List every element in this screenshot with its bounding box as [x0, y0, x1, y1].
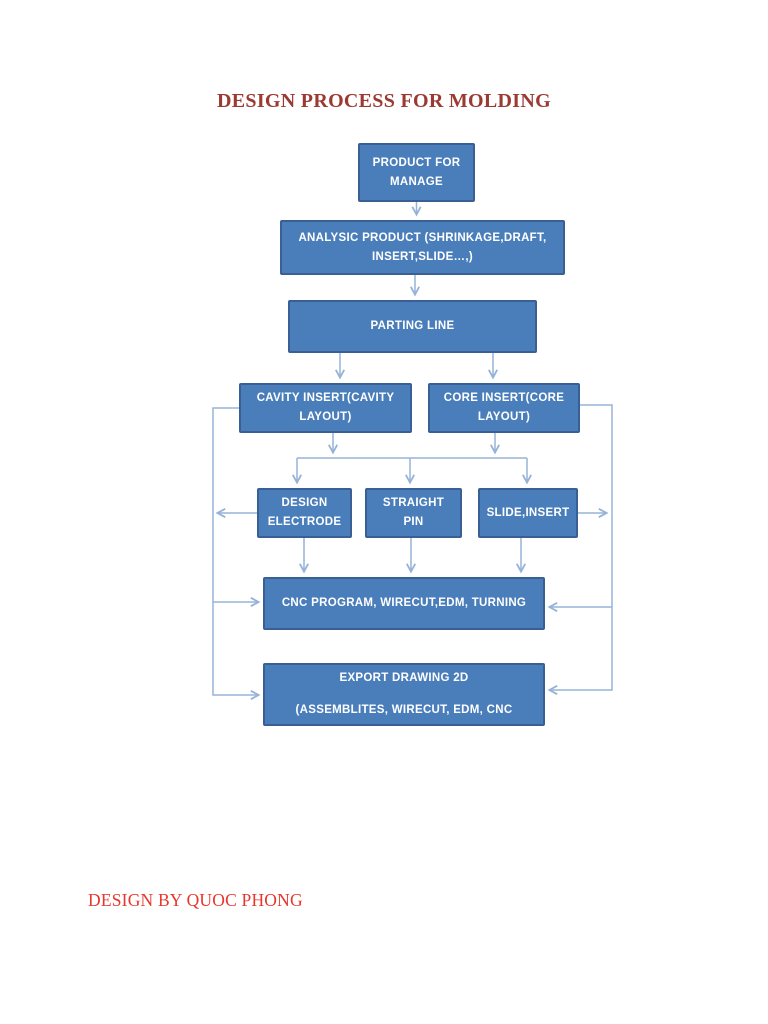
node-label: PRODUCT FOR	[372, 156, 461, 169]
node-label: STRAIGHT	[382, 497, 445, 509]
flow-node-design-electrode: DESIGN ELECTRODE	[257, 488, 352, 538]
node-label: (ASSEMBLITES, WIRECUT, EDM, CNC	[295, 704, 513, 716]
node-label: INSERT,SLIDE…,)	[372, 250, 473, 263]
node-label: CAVITY INSERT(CAVITY	[256, 392, 395, 404]
page-title: DESIGN PROCESS FOR MOLDING	[217, 90, 551, 112]
connector-left-rail-to-export	[212, 407, 261, 700]
node-label: CORE INSERT(CORE	[443, 392, 565, 404]
node-label: LAYOUT)	[477, 411, 531, 423]
node-label: DESIGN	[281, 497, 328, 509]
flow-node-cnc-program: CNC PROGRAM, WIRECUT,EDM, TURNING	[263, 577, 545, 630]
flow-node-product-for-manage: PRODUCT FOR MANAGE	[358, 143, 475, 202]
flow-node-cavity-insert: CAVITY INSERT(CAVITY LAYOUT)	[239, 383, 412, 433]
node-label: ELECTRODE	[267, 516, 342, 528]
flow-node-export-drawing: EXPORT DRAWING 2D (ASSEMBLITES, WIRECUT,…	[263, 663, 545, 726]
flow-node-straight-pin: STRAIGHT PIN	[365, 488, 462, 538]
flow-node-core-insert: CORE INSERT(CORE LAYOUT)	[428, 383, 580, 433]
node-label: PIN	[403, 516, 424, 528]
connector-right-rail-to-export	[547, 404, 613, 695]
footer-credit: DESIGN BY QUOC PHONG	[88, 890, 303, 910]
node-label: LAYOUT)	[299, 411, 352, 423]
flow-node-slide-insert: SLIDE,INSERT	[478, 488, 578, 538]
node-label: CNC PROGRAM, WIRECUT,EDM, TURNING	[281, 597, 527, 609]
node-label: MANAGE	[390, 175, 443, 188]
node-label: SLIDE,INSERT	[486, 506, 570, 519]
node-label: PARTING LINE	[370, 320, 455, 332]
node-label: ANALYSIC PRODUCT (SHRINKAGE,DRAFT,	[298, 231, 547, 244]
flow-node-parting-line: PARTING LINE	[288, 300, 537, 353]
node-label: EXPORT DRAWING 2D	[339, 672, 469, 684]
flow-node-analysic-product: ANALYSIC PRODUCT (SHRINKAGE,DRAFT, INSER…	[280, 220, 565, 275]
